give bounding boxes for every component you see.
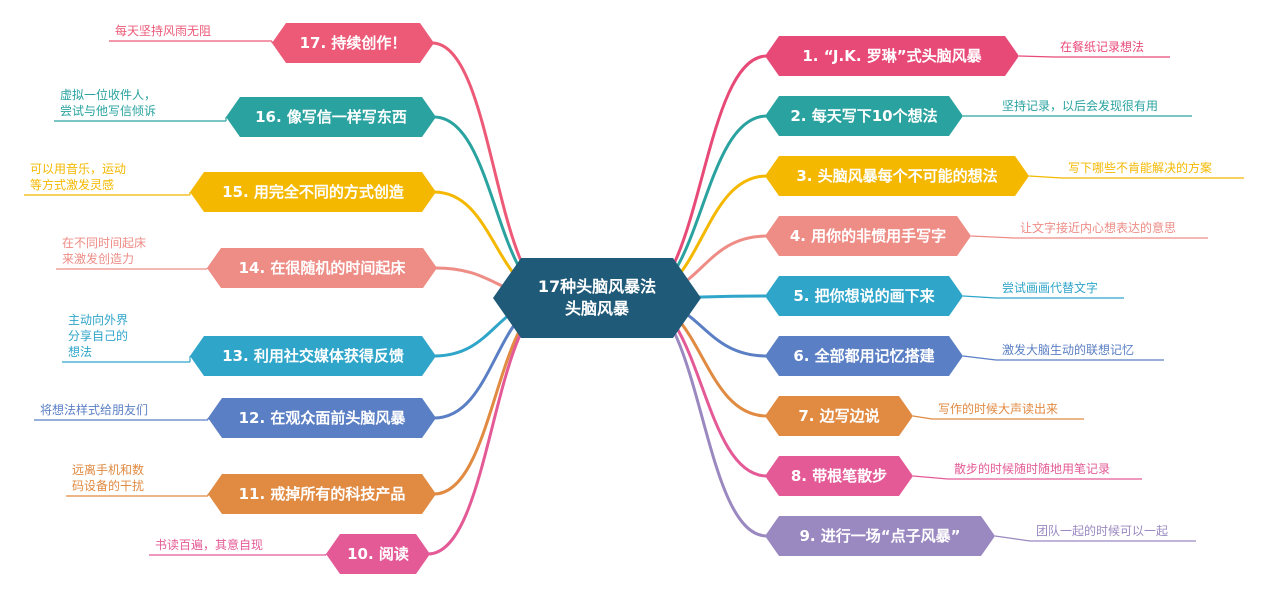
- right-topic-2[interactable]: 2. 每天写下10个想法: [765, 96, 963, 136]
- left-note-11: 远离手机和数 码设备的干扰: [72, 462, 144, 494]
- right-topic-9[interactable]: 9. 进行一场“点子风暴”: [765, 516, 995, 556]
- note-connector-right-8: [912, 475, 949, 480]
- right-topic-3[interactable]: 3. 头脑风暴每个不可能的想法: [765, 156, 1029, 196]
- central-topic[interactable]: 17种头脑风暴法 头脑风暴: [493, 258, 701, 338]
- left-note-15-line-2: 等方式激发灵感: [30, 178, 115, 192]
- note-connector-right-7: [912, 415, 933, 420]
- left-topic-12[interactable]: 12. 在观众面前头脑风暴: [208, 398, 436, 438]
- right-note-3: 写下哪些不肯能解决的方案: [1068, 161, 1213, 175]
- left-note-16-line-2: 尝试与他写信倾诉: [60, 104, 157, 118]
- left-topic-17[interactable]: 17. 持续创作！: [272, 23, 434, 63]
- left-note-16: 虚拟一位收件人， 尝试与他写信倾诉: [60, 87, 156, 119]
- note-connector-right-6: [962, 355, 997, 361]
- left-note-15-line-1: 可以用音乐，运动: [30, 162, 127, 176]
- left-topic-14[interactable]: 14. 在很随机的时间起床: [207, 248, 437, 288]
- left-topic-10[interactable]: 10. 阅读: [326, 534, 430, 574]
- left-note-11-line-1: 远离手机和数: [72, 463, 145, 477]
- left-note-10: 书读百遍，其意自现: [155, 537, 263, 553]
- left-note-13-line-3: 想法: [68, 345, 93, 359]
- left-note-14: 在不同时间起床 来激发创造力: [62, 235, 146, 267]
- right-note-7: 写作的时候大声读出来: [938, 402, 1059, 416]
- left-note-14-line-2: 来激发创造力: [62, 252, 135, 266]
- left-note-15: 可以用音乐，运动 等方式激发灵感: [30, 161, 126, 193]
- right-topic-1[interactable]: 1. “J.K. 罗琳”式头脑风暴: [765, 36, 1019, 76]
- left-note-17: 每天坚持风雨无阻: [115, 23, 211, 39]
- left-note-12: 将想法样式给朋友们: [40, 402, 148, 418]
- left-note-11-line-2: 码设备的干扰: [72, 479, 145, 493]
- left-note-14-line-1: 在不同时间起床: [62, 236, 147, 250]
- right-topic-4[interactable]: 4. 用你的非惯用手写字: [765, 216, 971, 256]
- left-topic-16[interactable]: 16. 像写信一样写东西: [226, 97, 436, 137]
- right-note-2: 坚持记录，以后会发现很有用: [1002, 99, 1159, 113]
- left-note-12-line-1: 将想法样式给朋友们: [40, 403, 149, 417]
- right-note-6: 激发大脑生动的联想记忆: [1002, 343, 1135, 357]
- left-note-13-line-1: 主动向外界: [68, 313, 129, 327]
- note-connector-right-9: [994, 535, 1031, 542]
- note-connector-right-4: [970, 235, 1015, 239]
- left-note-17-line-1: 每天坚持风雨无阻: [115, 24, 212, 38]
- right-note-9: 团队一起的时候可以一起: [1036, 524, 1169, 538]
- right-note-5: 尝试画画代替文字: [1002, 281, 1099, 295]
- right-topic-6[interactable]: 6. 全部都用记忆搭建: [765, 336, 963, 376]
- right-note-1: 在餐纸记录想法: [1060, 40, 1145, 54]
- left-topic-11[interactable]: 11. 戒掉所有的科技产品: [208, 474, 436, 514]
- left-note-10-line-1: 书读百遍，其意自现: [155, 538, 264, 552]
- right-topic-8[interactable]: 8. 带根笔散步: [765, 456, 913, 496]
- central-topic-line-1: 17种头脑风暴法: [537, 277, 657, 296]
- right-topic-5[interactable]: 5. 把你想说的画下来: [765, 276, 963, 316]
- note-connector-right-5: [962, 295, 997, 299]
- right-topic-7[interactable]: 7. 边写边说: [765, 396, 913, 436]
- right-note-4: 让文字接近内心想表达的意思: [1020, 221, 1177, 235]
- left-note-16-line-1: 虚拟一位收件人，: [60, 88, 157, 102]
- central-topic-line-2: 头脑风暴: [564, 299, 629, 318]
- left-note-13: 主动向外界 分享自己的 想法: [68, 312, 128, 360]
- note-connector-right-3: [1028, 175, 1063, 179]
- left-topic-13[interactable]: 13. 利用社交媒体获得反馈: [190, 336, 436, 376]
- left-topic-15[interactable]: 15. 用完全不同的方式创造: [190, 172, 436, 212]
- left-note-13-line-2: 分享自己的: [68, 329, 129, 343]
- right-note-8: 散步的时候随时随地用笔记录: [954, 462, 1111, 476]
- note-connector-right-1: [1018, 55, 1055, 58]
